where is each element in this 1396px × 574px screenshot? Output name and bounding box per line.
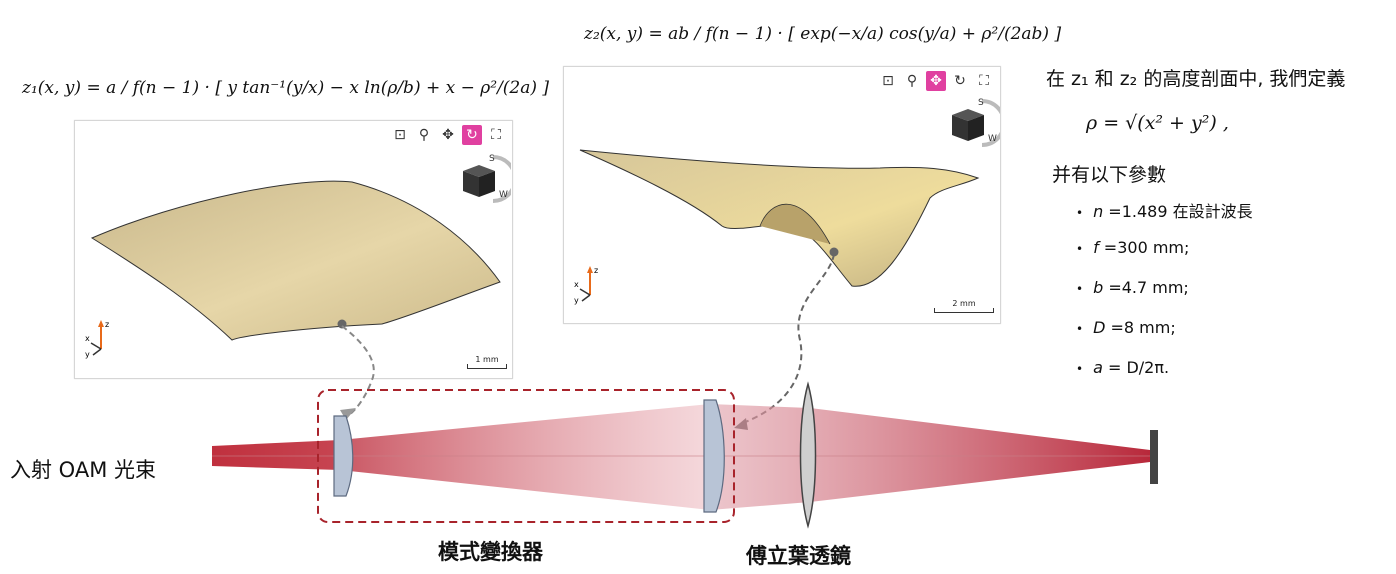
- arrow-head-z1: [340, 408, 356, 420]
- rotate-icon[interactable]: ↻: [462, 125, 482, 145]
- surface-point-z2: [829, 247, 839, 257]
- scale-bar: 1 mm: [467, 355, 507, 369]
- pan-icon[interactable]: ✥: [926, 71, 946, 91]
- surface-z1: [90, 180, 501, 341]
- list-item: • b =4.7 mm;: [1076, 278, 1189, 297]
- beam-expanded: [340, 404, 710, 510]
- zoom-icon[interactable]: ⚲: [418, 127, 430, 143]
- connector-arrow-z1: [341, 325, 375, 417]
- detector-screen: [1150, 430, 1158, 484]
- input-beam: [212, 440, 340, 470]
- beam-focusing: [710, 404, 1150, 510]
- surface-point-z1: [337, 319, 347, 329]
- zoom-icon[interactable]: ⚲: [906, 73, 918, 89]
- list-item: • a = D/2π.: [1076, 358, 1170, 377]
- fourier-lens: [799, 381, 817, 529]
- params-intro: 并有以下參數: [1052, 164, 1167, 186]
- mode-converter-label: 模式變換器: [438, 540, 543, 564]
- fullscreen-icon[interactable]: ⛶: [491, 127, 501, 143]
- view-cube-icon[interactable]: S W: [944, 95, 1000, 151]
- axis-triad: z x y: [574, 266, 598, 305]
- cube-w-label: W: [988, 134, 997, 144]
- input-beam-label: 入射 OAM 光束: [10, 458, 156, 482]
- axis-x-label: x: [85, 334, 90, 343]
- formula-z1: z₁(x, y) = a / f(n − 1) · [ y tan⁻¹(y/x)…: [22, 78, 550, 98]
- cube-s-label: S: [978, 98, 984, 108]
- converter-lens-1: [333, 415, 354, 497]
- list-item: • n =1.489 在設計波長: [1076, 202, 1253, 221]
- fullscreen-icon[interactable]: ⛶: [979, 73, 989, 89]
- view-cube-icon[interactable]: S W: [455, 151, 511, 207]
- connector-arrow-z2: [739, 253, 835, 425]
- scale-bar-label: 1 mm: [475, 355, 499, 364]
- scale-bar: 2 mm: [934, 299, 994, 313]
- formula-z2: z₂(x, y) = ab / f(n − 1) · [ exp(−x/a) c…: [584, 24, 1062, 44]
- viewer-toolbar: ⊡ ⚲ ✥ ↻ ⛶: [390, 125, 506, 145]
- rho-definition: ρ = √(x² + y²) ,: [1086, 112, 1229, 134]
- rotate-icon[interactable]: ↻: [954, 73, 966, 89]
- pan-icon[interactable]: ✥: [442, 127, 454, 143]
- zoom-box-icon[interactable]: ⊡: [394, 127, 406, 143]
- definition-intro: 在 z₁ 和 z₂ 的高度剖面中, 我們定義: [1046, 68, 1346, 90]
- fourier-lens-label: 傅立葉透鏡: [746, 544, 851, 568]
- axis-y-label: y: [574, 296, 579, 305]
- axis-triad: z x y: [85, 320, 109, 359]
- axis-z-label: z: [594, 266, 598, 275]
- axis-y-label: y: [85, 350, 90, 359]
- cube-s-label: S: [489, 154, 495, 164]
- axis-z-label: z: [105, 320, 109, 329]
- converter-lens-2: [703, 399, 725, 513]
- list-item: • D =8 mm;: [1076, 318, 1176, 337]
- axis-x-label: x: [574, 280, 579, 289]
- list-item: • f =300 mm;: [1076, 238, 1190, 257]
- scale-bar-label: 2 mm: [952, 299, 976, 308]
- mode-converter-box: [317, 389, 735, 523]
- zoom-box-icon[interactable]: ⊡: [882, 73, 894, 89]
- cube-w-label: W: [499, 190, 508, 200]
- viewer-toolbar: ⊡ ⚲ ✥ ↻ ⛶: [878, 71, 994, 91]
